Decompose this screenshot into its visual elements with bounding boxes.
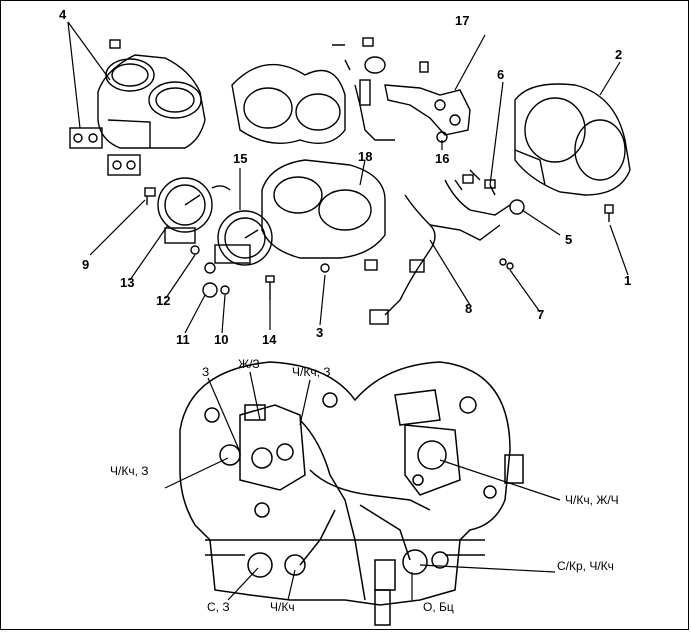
wire-label-ch-kch-zh-ch: Ч/Кч, Ж/Ч [565,493,619,507]
gasket [231,63,346,145]
label-part-18: 18 [358,149,373,164]
speedometer-15 [204,210,273,274]
indicator-11 [202,282,218,298]
wire-label-zh-z: Ж/З [238,357,260,371]
label-part-2: 2 [615,47,623,62]
wire-label-s-z: С, З [207,600,230,614]
label-part-8: 8 [465,301,473,316]
label-part-17: 17 [455,13,470,28]
screw-9 [144,187,156,205]
screw-7a [499,258,507,266]
wire-label-s-kr-ch-kch: С/Кр, Ч/Кч [557,559,614,573]
meter-case-18 [261,159,386,273]
label-part-1: 1 [624,273,632,288]
label-part-6: 6 [497,67,505,82]
wire-label-o-bts: О, Бц [423,600,454,614]
bolt-14 [265,275,275,300]
label-part-9: 9 [82,257,90,272]
label-part-5: 5 [565,232,573,247]
upper-cover-2 [514,83,631,196]
meter-back-view [179,361,524,626]
clip-bracket-b [107,154,141,176]
label-part-13: 13 [120,275,135,290]
wire-leaders [164,371,561,601]
label-part-11: 11 [176,332,190,347]
label-part-3: 3 [316,325,324,340]
leader-lines [67,21,629,334]
screw-1 [604,204,614,222]
label-part-15: 15 [233,151,248,166]
wire-label-ch-kch-z-left: Ч/Кч, З [110,464,149,478]
screw-12 [190,245,200,255]
grommet-5 [509,199,525,215]
label-part-12: 12 [156,293,171,308]
wire-label-ch-kch-z-top: Ч/Кч, З [292,365,331,379]
tachometer-13 [157,177,231,244]
screw-7b [506,262,514,270]
meter-housing [97,39,206,149]
label-part-14: 14 [262,332,277,347]
label-part-7: 7 [537,307,545,322]
clip-bracket-a [69,127,103,149]
bracket-17 [332,37,471,141]
wiring-harness-8 [369,169,511,325]
label-part-10: 10 [214,332,229,347]
wire-label-z-top: З [202,365,210,379]
label-part-4: 4 [59,7,67,22]
label-part-16: 16 [435,151,450,166]
washer-10 [220,285,230,295]
wire-label-ch-kch: Ч/Кч [270,600,295,614]
